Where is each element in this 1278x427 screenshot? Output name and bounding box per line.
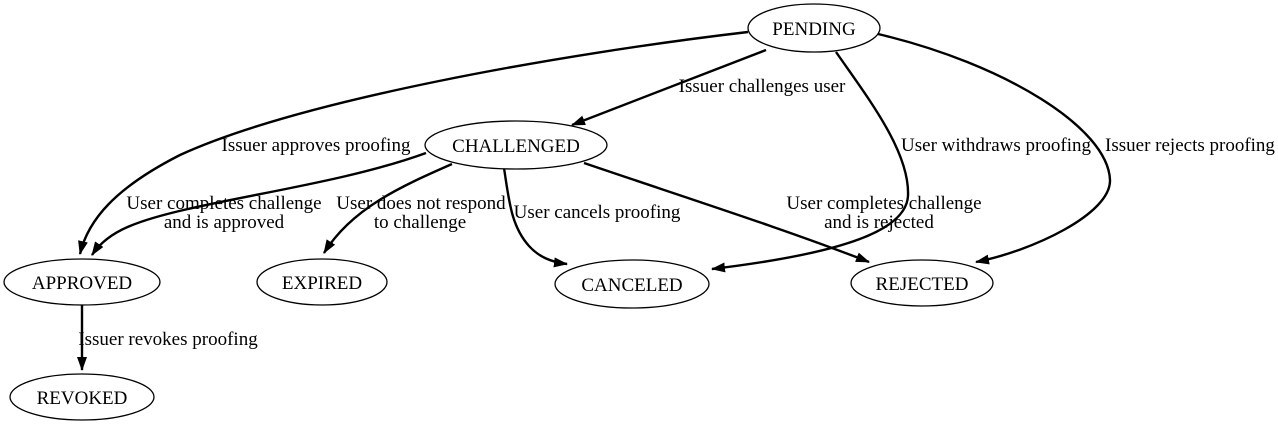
edge-label-issuer-challenges-user: Issuer challenges user bbox=[679, 76, 846, 97]
edge-challenged-expired bbox=[322, 162, 453, 254]
node-approved: APPROVED bbox=[3, 258, 161, 306]
edge-pending-canceled bbox=[711, 51, 910, 273]
node-expired: EXPIRED bbox=[256, 258, 388, 306]
node-canceled-label: CANCELED bbox=[581, 275, 682, 296]
edge-label-issuer-rejects-proofing: Issuer rejects proofing bbox=[1105, 135, 1275, 156]
edge-label-line: and is approved bbox=[164, 212, 285, 233]
node-pending: PENDING bbox=[747, 3, 881, 53]
edge-label-user-cancels-proofing: User cancels proofing bbox=[514, 202, 681, 223]
node-expired-label: EXPIRED bbox=[282, 273, 362, 294]
edge-label-line: to challenge bbox=[374, 212, 466, 233]
node-approved-shape bbox=[3, 258, 161, 306]
node-canceled-shape bbox=[554, 259, 710, 309]
node-revoked-shape bbox=[9, 373, 155, 421]
node-challenged: CHALLENGED bbox=[424, 120, 608, 170]
node-challenged-label: CHALLENGED bbox=[452, 136, 580, 157]
edge-label-issuer-approves-proofing: Issuer approves proofing bbox=[222, 135, 411, 156]
node-rejected-shape bbox=[850, 259, 994, 307]
edge-challenged-canceled bbox=[502, 167, 568, 268]
node-pending-label: PENDING bbox=[772, 19, 856, 40]
edge-label-line: User completes challenge bbox=[126, 193, 321, 214]
node-revoked: REVOKED bbox=[9, 373, 155, 421]
node-rejected: REJECTED bbox=[850, 259, 994, 307]
edge-challenged-approved bbox=[91, 151, 427, 256]
edge-label-user-withdraws-proofing: User withdraws proofing bbox=[901, 135, 1091, 156]
edge-label-line: User completes challenge bbox=[786, 193, 981, 214]
edge-pending-approved bbox=[78, 30, 749, 255]
node-canceled: CANCELED bbox=[554, 259, 710, 309]
edge-label-issuer-revokes-proofing: Issuer revokes proofing bbox=[78, 329, 258, 350]
edge-pending-rejected bbox=[877, 32, 1112, 265]
edge-challenged-rejected bbox=[583, 161, 870, 264]
node-expired-shape bbox=[256, 258, 388, 306]
edge-label-completes-challenge-approved: User completes challenge and is approved bbox=[126, 193, 321, 233]
edge-label-line: User does not respond bbox=[336, 193, 506, 214]
node-revoked-label: REVOKED bbox=[37, 388, 128, 409]
node-pending-shape bbox=[747, 3, 881, 53]
edge-label-completes-challenge-rejected: User completes challenge and is rejected bbox=[786, 193, 981, 233]
edge-label-does-not-respond: User does not respond to challenge bbox=[336, 193, 506, 233]
node-rejected-label: REJECTED bbox=[876, 274, 969, 295]
node-approved-label: APPROVED bbox=[32, 273, 132, 294]
node-challenged-shape bbox=[424, 120, 608, 170]
edge-pending-challenged bbox=[571, 48, 767, 127]
edge-label-line: and is rejected bbox=[824, 212, 934, 233]
